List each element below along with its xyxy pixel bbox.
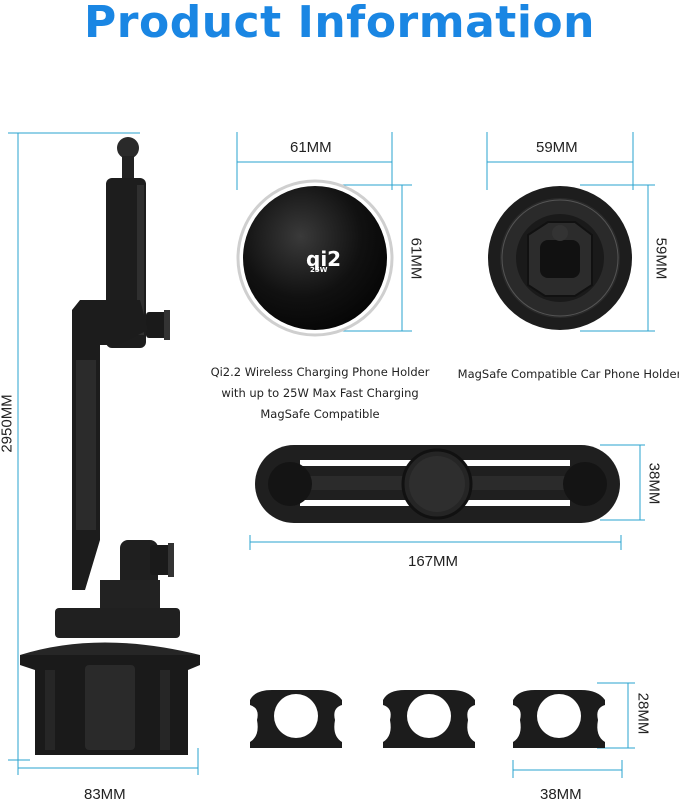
charger-caption-line-3: MagSafe Compatible (260, 407, 380, 421)
adapter-clips (250, 690, 605, 748)
magsafe-ring (488, 186, 632, 330)
charger-height-label: 61MM (407, 237, 425, 280)
clip-width-label: 38MM (540, 786, 582, 803)
clip-1 (250, 690, 342, 748)
charger-width-label: 61MM (290, 139, 332, 156)
bar-dimension-lines (249, 444, 645, 550)
bar-width-label: 167MM (408, 553, 459, 570)
charger-caption-line-2: with up to 25W Max Fast Charging (221, 386, 419, 400)
extension-bar (255, 445, 620, 523)
page-title: Product Information (84, 0, 595, 48)
ring-dimension-lines (486, 132, 655, 332)
charger-caption-line-1: Qi2.2 Wireless Charging Phone Holder (210, 365, 430, 379)
charger-caption: Qi2.2 Wireless Charging Phone Holder wit… (205, 362, 435, 425)
holder-dimension-lines (8, 132, 199, 775)
clip-2 (383, 690, 475, 748)
holder-arm (72, 137, 174, 610)
qi2-logo: qi2 (306, 247, 341, 271)
cup-width-label: 83MM (84, 786, 126, 803)
ring-width-label: 59MM (536, 139, 578, 156)
holder-height-label: 2950MM (0, 394, 16, 453)
cup-base (20, 608, 200, 755)
power-label: 25W (310, 266, 328, 274)
bar-height-label: 38MM (645, 462, 663, 505)
wireless-charger: qi2 25W (236, 179, 394, 337)
clip-height-label: 28MM (634, 692, 652, 735)
clip-3 (513, 690, 605, 748)
ring-height-label: 59MM (652, 237, 670, 280)
ring-caption: MagSafe Compatible Car Phone Holder (457, 367, 679, 381)
